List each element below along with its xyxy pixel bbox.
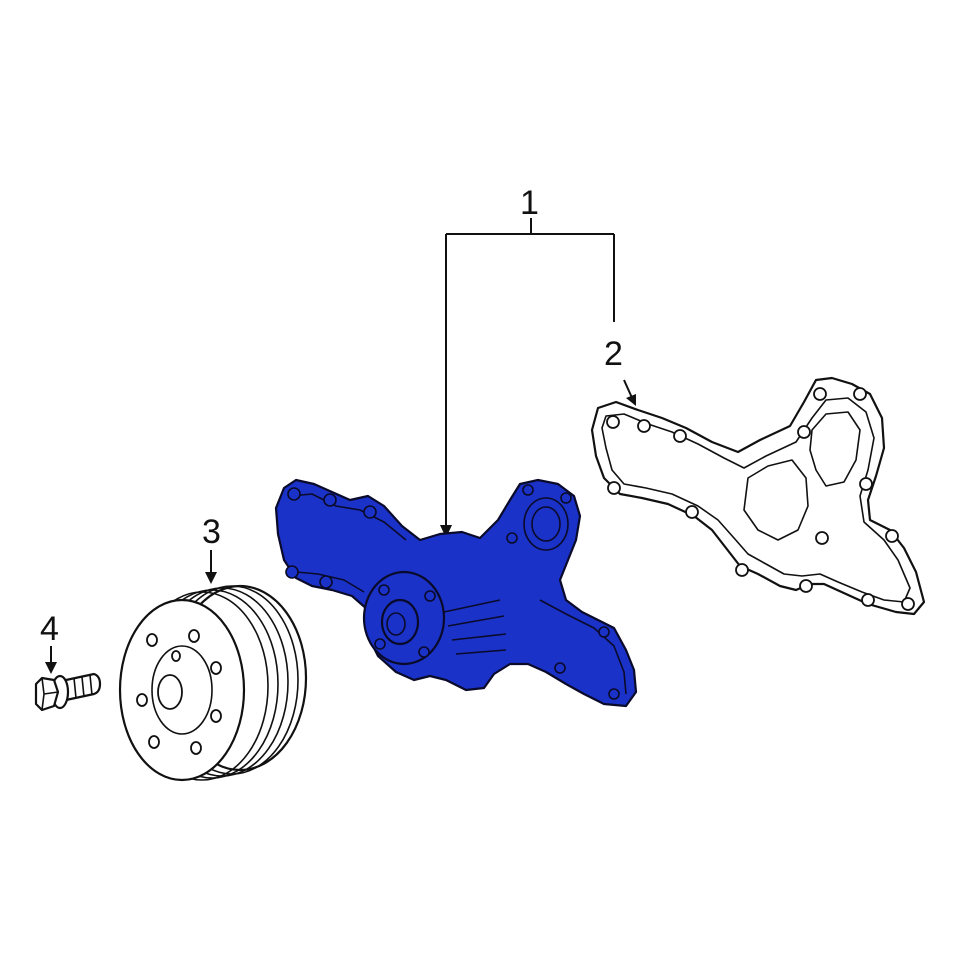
gasket-bolt-hole: [606, 415, 620, 429]
callout-3-arrowhead: [205, 572, 217, 584]
pulley-center-hole: [157, 674, 183, 710]
pulley-bolt-hole: [210, 709, 222, 723]
pump-hub-bolt-hole: [418, 646, 430, 658]
pump-upper-port-inner: [531, 506, 561, 542]
pump-bolt-hole: [598, 626, 610, 638]
bolt-part-4[interactable]: [34, 672, 102, 712]
gasket-bolt-hole: [637, 419, 651, 433]
bolt-threads: [73, 674, 93, 699]
pump-upper-port: [523, 497, 569, 551]
pump-bolt-hole: [285, 565, 299, 579]
callout-2-group[interactable]: 2: [604, 335, 636, 406]
callout-4-label: 4: [40, 610, 59, 648]
pump-bolt-hole: [287, 487, 301, 501]
callout-4-arrowhead: [45, 662, 57, 674]
callout-4-group[interactable]: 4: [40, 610, 59, 674]
callout-3-label: 3: [202, 513, 221, 551]
pulley-bolt-hole: [171, 650, 181, 662]
pulley-bolt-hole: [136, 693, 148, 707]
callout-1-arrowhead: [440, 525, 452, 538]
pump-bolt-hole: [554, 662, 566, 674]
pulley-bolt-hole: [188, 629, 200, 643]
pump-left-flange-edge: [289, 493, 407, 593]
gasket-bolt-hole: [607, 481, 621, 495]
pulley-face-ring: [151, 645, 213, 735]
gasket-bolt-hole: [735, 563, 749, 577]
water-pump-part-1[interactable]: [274, 478, 638, 708]
callout-1-bracket: [445, 218, 615, 532]
gasket-bolt-hole: [901, 597, 915, 611]
callout-2-label: 2: [604, 335, 623, 373]
gasket-bolt-hole: [861, 593, 875, 607]
pulley-part-3[interactable]: [118, 584, 308, 782]
pulley-bolt-hole: [148, 735, 160, 749]
pump-bolt-hole: [506, 532, 518, 544]
gasket-bolt-hole: [859, 477, 873, 491]
pump-shaft: [386, 612, 406, 636]
pulley-bolt-hole: [146, 633, 158, 647]
pump-hub-bolt-hole: [424, 590, 436, 602]
pump-bolt-hole: [319, 575, 333, 589]
callout-2-arrowhead: [626, 394, 636, 406]
gasket-bolt-hole: [853, 387, 867, 401]
gasket-bolt-hole: [885, 529, 899, 543]
gasket-cutout-middle: [743, 459, 809, 541]
pump-bolt-hole: [323, 493, 337, 507]
gasket-outer: [590, 376, 926, 616]
pulley-bolt-hole: [210, 661, 222, 675]
pump-hub-bolt-hole: [378, 584, 390, 596]
callout-1-group[interactable]: 1: [440, 184, 615, 538]
pump-ribs: [443, 599, 507, 655]
gasket-cutout-upper: [809, 411, 861, 487]
gasket-bolt-hole: [815, 531, 829, 545]
pump-hub-bolt-hole: [374, 638, 386, 650]
gasket-bolt-hole: [813, 387, 827, 401]
gasket-bolt-hole: [673, 429, 687, 443]
pulley-bolt-hole: [190, 741, 202, 755]
gasket-bolt-hole: [685, 505, 699, 519]
pump-bolt-hole: [363, 505, 377, 519]
pump-bolt-hole: [522, 484, 534, 496]
gasket-part-2[interactable]: [590, 376, 926, 616]
callout-1-label: 1: [520, 184, 539, 222]
pump-bolt-hole: [560, 492, 572, 504]
callout-3-group[interactable]: 3: [202, 513, 221, 584]
water-pump-body: [274, 478, 638, 708]
pump-bolt-hole: [608, 688, 620, 700]
gasket-bolt-hole: [799, 579, 813, 593]
gasket-inner: [601, 397, 911, 603]
gasket-bolt-hole: [797, 425, 811, 439]
bolt-head-facets: [41, 677, 59, 711]
